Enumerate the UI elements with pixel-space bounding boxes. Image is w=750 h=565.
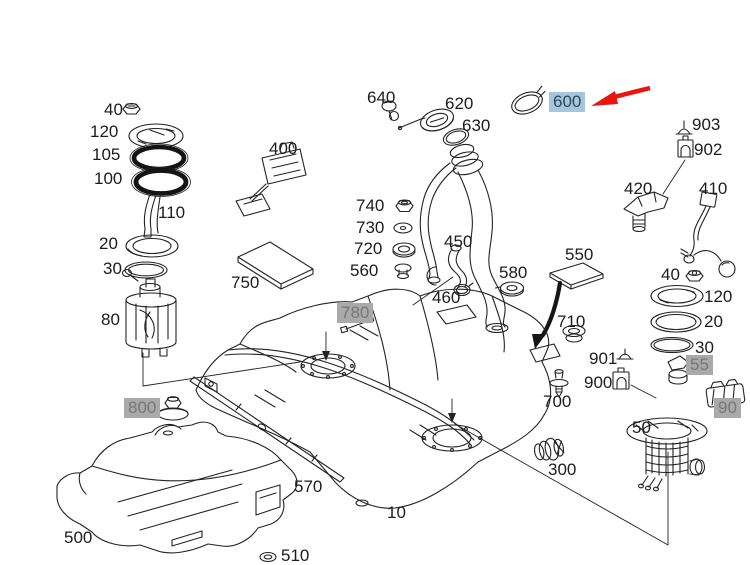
washer-730-icon [393, 222, 413, 234]
hex-nut-740-icon [395, 199, 414, 213]
clamp-ring-600-icon [511, 85, 546, 115]
fuel-cap-icon [419, 108, 455, 132]
filler-seal-ring-icon [442, 128, 470, 146]
callout-700[interactable]: 700 [543, 392, 572, 411]
leader-line-pump [142, 352, 301, 387]
tension-strap-drawing [189, 376, 345, 483]
o-ring-right-icon [650, 336, 694, 354]
callout-110[interactable]: 110 [158, 203, 186, 222]
wiring-harness-410-drawing [680, 191, 736, 278]
filler-neck-drawing [419, 143, 509, 334]
callout-40-left[interactable]: 40 [104, 100, 123, 119]
callout-10[interactable]: 10 [387, 503, 406, 522]
red-arrow-annotation [591, 85, 651, 106]
callout-20-left[interactable]: 20 [99, 234, 118, 253]
callout-400[interactable]: 400 [269, 139, 298, 158]
grommet-710-icon [562, 324, 586, 343]
buffer-560-icon [394, 263, 412, 280]
callout-902[interactable]: 902 [694, 140, 723, 159]
fuel-pump-drawing [121, 268, 177, 358]
black-arrow-annotation [532, 280, 563, 349]
callout-720[interactable]: 720 [354, 239, 383, 258]
callout-580[interactable]: 580 [499, 263, 528, 282]
callout-30-right[interactable]: 30 [695, 338, 714, 357]
fuel-level-sender-drawing [626, 417, 708, 492]
leader-line-902 [662, 159, 686, 195]
leader-arrow-left-opening [322, 331, 330, 361]
seal-ring-lower-icon [131, 167, 191, 197]
retaining-ring-icon [125, 234, 179, 258]
callout-640[interactable]: 640 [367, 88, 396, 107]
callout-620[interactable]: 620 [445, 94, 474, 113]
callout-420[interactable]: 420 [624, 179, 653, 198]
callout-50[interactable]: 50 [632, 418, 651, 437]
grommet-720-icon [392, 242, 416, 258]
connector-902-icon [677, 135, 694, 158]
callout-750[interactable]: 750 [231, 273, 260, 292]
leader-line-sender [448, 398, 669, 546]
c-bracket-icon [426, 266, 437, 286]
vent-hose-icon [143, 193, 161, 238]
leader-line-900 [630, 384, 657, 399]
callout-730[interactable]: 730 [356, 218, 385, 237]
pin-901-icon [616, 348, 634, 360]
callout-80[interactable]: 80 [101, 310, 120, 329]
connector-900-icon [612, 367, 630, 390]
callout-90[interactable]: 90 [714, 398, 741, 418]
callout-550[interactable]: 550 [565, 245, 594, 264]
callout-410[interactable]: 410 [699, 179, 728, 198]
spacer-pad-750-icon [237, 241, 314, 290]
callout-30-left[interactable]: 30 [103, 259, 122, 278]
callout-460[interactable]: 460 [432, 288, 461, 307]
callout-900[interactable]: 900 [584, 373, 613, 392]
retaining-ring-right-icon [650, 311, 702, 333]
pin-903-icon [675, 120, 693, 135]
callout-500[interactable]: 500 [64, 528, 93, 547]
callout-55[interactable]: 55 [686, 355, 713, 375]
callout-740[interactable]: 740 [356, 196, 385, 215]
callout-600-selected[interactable]: 600 [549, 92, 586, 112]
heat-shield-drawing [56, 421, 298, 554]
level-sensor-drawing [235, 141, 307, 217]
callout-570[interactable]: 570 [294, 477, 323, 496]
locking-nut-right-icon [685, 270, 704, 282]
callout-780[interactable]: 780 [337, 303, 374, 323]
locking-nut-icon [122, 103, 141, 115]
callout-903[interactable]: 903 [692, 115, 721, 134]
pressure-sensor-420-drawing [623, 191, 669, 233]
closure-ring-right-icon [650, 284, 704, 308]
callout-901[interactable]: 901 [589, 349, 618, 368]
callout-120-left[interactable]: 120 [90, 122, 119, 141]
callout-450[interactable]: 450 [444, 232, 473, 251]
rollover-valve-300-icon [533, 437, 565, 461]
fuel-tank-drawing [195, 288, 561, 509]
callout-300[interactable]: 300 [548, 460, 577, 479]
callout-20-right[interactable]: 20 [704, 312, 723, 331]
callout-100[interactable]: 100 [94, 169, 123, 188]
grommet-580-icon [494, 281, 525, 297]
fuel-line-elbow-55-icon [667, 355, 689, 385]
callout-800[interactable]: 800 [124, 398, 161, 418]
vent-valve-icon [157, 396, 189, 421]
callout-630[interactable]: 630 [462, 116, 491, 135]
callout-710[interactable]: 710 [557, 312, 586, 331]
vent-hose-450-drawing [447, 244, 468, 288]
callout-560[interactable]: 560 [350, 261, 379, 280]
callout-510[interactable]: 510 [281, 546, 310, 565]
callout-120-right[interactable]: 120 [704, 287, 733, 306]
callout-40-right[interactable]: 40 [661, 265, 680, 284]
callout-105[interactable]: 105 [92, 145, 121, 164]
leader-line-460 [412, 276, 454, 306]
grommet-510-icon [259, 551, 277, 563]
